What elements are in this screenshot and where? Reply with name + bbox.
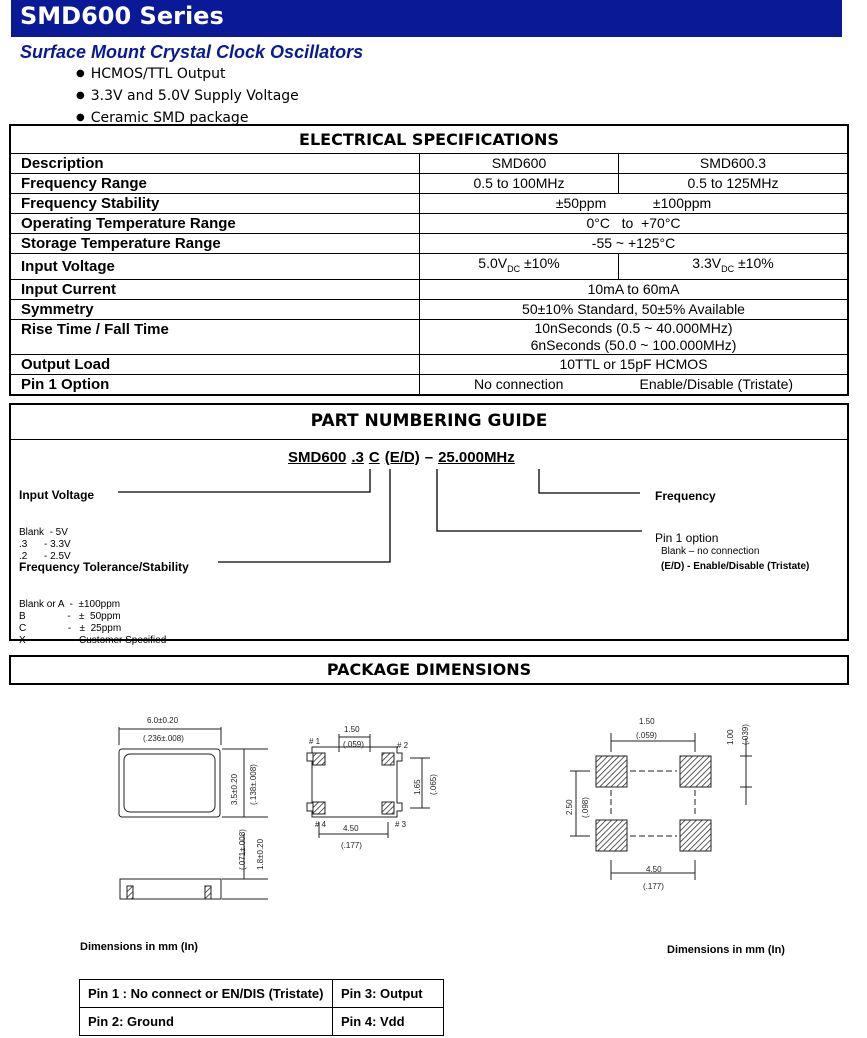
- product-subtitle: Surface Mount Crystal Clock Oscillators: [20, 42, 364, 62]
- pin-cell: Pin 1 : No connect or EN/DIS (Tristate): [79, 979, 333, 1008]
- spec-label: Output Load: [9, 353, 420, 375]
- dim-pitch-v: 1.65: [413, 779, 422, 795]
- pin-label-1: # 1: [309, 737, 321, 746]
- package-side-view: [119, 878, 222, 900]
- code-base: SMD600: [288, 449, 347, 466]
- fp-h-in: (.177): [643, 882, 664, 891]
- pin-cell: Pin 3: Output: [332, 979, 444, 1008]
- package-bottom-view: [306, 746, 403, 818]
- feature-item: HCMOS/TTL Output: [76, 64, 299, 86]
- code-stability: C: [368, 449, 380, 466]
- pin1-option-title: Pin 1 option: [655, 531, 719, 545]
- spec-value: -55 ~ +125°C: [419, 233, 849, 254]
- input-voltage-options: Blank - 5V.3 - 3.3V.2 - 2.5V: [19, 527, 71, 562]
- spec-value: 50±10% Standard, 50±5% Available: [419, 298, 849, 320]
- dim-height-in: (.138±.008): [249, 764, 258, 805]
- divider: [11, 439, 847, 440]
- feature-list: HCMOS/TTL Output 3.3V and 5.0V Supply Vo…: [76, 64, 299, 130]
- connector-pin1: [436, 469, 642, 532]
- dim-pad: 1.50: [344, 725, 360, 734]
- input-voltage-title: Input Voltage: [19, 488, 95, 502]
- dim-thickness-in: (.071±.008): [238, 829, 247, 870]
- connector-voltage: [118, 469, 371, 493]
- package-dimensions-header: PACKAGE DIMENSIONS: [9, 655, 849, 685]
- fp-pad-h-in: (.039): [741, 724, 750, 745]
- pin-cell: Pin 4: Vdd: [332, 1007, 444, 1036]
- series-banner: SMD600 Series: [11, 0, 842, 37]
- spec-value: 5.0VDC ±10%: [419, 253, 619, 280]
- dim-thickness: 1.8±0.20: [256, 838, 265, 870]
- package-lid: [123, 753, 216, 813]
- spec-value: 3.3VDC ±10%: [618, 253, 849, 280]
- spec-label: Input Voltage: [9, 253, 420, 280]
- fp-v: 2.50: [565, 799, 574, 815]
- footprint-pad: [595, 755, 628, 788]
- feature-item: 3.3V and 5.0V Supply Voltage: [76, 86, 299, 108]
- dimensions-note-right: Dimensions in mm (In): [667, 944, 785, 956]
- part-numbering-connectors: [118, 469, 642, 563]
- spec-value: 0.5 to 125MHz: [618, 173, 849, 194]
- pin-label-3: # 3: [395, 820, 407, 829]
- pin-assignment-table: Pin 1 : No connect or EN/DIS (Tristate) …: [79, 979, 444, 1036]
- dim-pitch-h-in: (.177): [341, 841, 362, 850]
- footprint-pad: [679, 755, 712, 788]
- code-voltage: .3: [351, 449, 364, 466]
- dim-pitch-h: 4.50: [343, 824, 359, 833]
- spec-value: 10nSeconds (0.5 ~ 40.000MHz)6nSeconds (5…: [419, 318, 849, 355]
- part-numbering-title: PART NUMBERING GUIDE: [310, 411, 548, 431]
- pin1-option-blank: Blank – no connection: [661, 546, 760, 557]
- spec-value: 10TTL or 15pF HCMOS: [419, 353, 849, 375]
- pin1-option-ed: (E/D) - Enable/Disable (Tristate): [661, 561, 810, 572]
- spec-label: Pin 1 Option: [9, 373, 420, 396]
- fp-pad: 1.50: [639, 717, 655, 726]
- pin-cell: Pin 2: Ground: [79, 1007, 333, 1036]
- dim-pitch-v-in: (.065): [429, 774, 438, 795]
- fp-v-in: (.098): [581, 797, 590, 818]
- fp-h: 4.50: [646, 865, 662, 874]
- dim-height: 3.5±0.20: [230, 773, 239, 805]
- code-frequency: 25.000MHz: [438, 449, 515, 466]
- fp-pad-in: (.059): [636, 731, 657, 740]
- tolerance-title: Frequency Tolerance/Stability: [19, 560, 189, 574]
- frequency-label: Frequency: [655, 489, 716, 503]
- dim-width: 6.0±0.20: [147, 716, 179, 725]
- pin-label-2: # 2: [397, 741, 409, 750]
- pin-label-4: # 4: [315, 820, 327, 829]
- feature-item: Ceramic SMD package: [76, 108, 299, 130]
- footprint-pad: [679, 819, 712, 852]
- package-top-outline: [118, 748, 221, 818]
- dim-width-in: (.236±.008): [143, 734, 184, 743]
- spec-label: Description: [9, 153, 420, 174]
- part-numbering-section: PART NUMBERING GUIDE: [9, 403, 849, 641]
- package-dimensions-title: PACKAGE DIMENSIONS: [326, 660, 532, 679]
- code-pin1: (E/D): [384, 449, 420, 466]
- spec-label: Frequency Stability: [9, 193, 420, 214]
- code-dash: –: [424, 449, 434, 466]
- fp-pad-h: 1.00: [726, 729, 735, 745]
- connector-stability: [218, 469, 391, 563]
- footprint-pad: [595, 819, 628, 852]
- spec-label: Storage Temperature Range: [9, 233, 420, 254]
- dim-pad-in: (.059): [343, 740, 364, 749]
- dimensions-note-left: Dimensions in mm (In): [80, 941, 198, 953]
- connector-frequency: [538, 469, 640, 494]
- electrical-spec-table: ELECTRICAL SPECIFICATIONS Description SM…: [9, 124, 849, 396]
